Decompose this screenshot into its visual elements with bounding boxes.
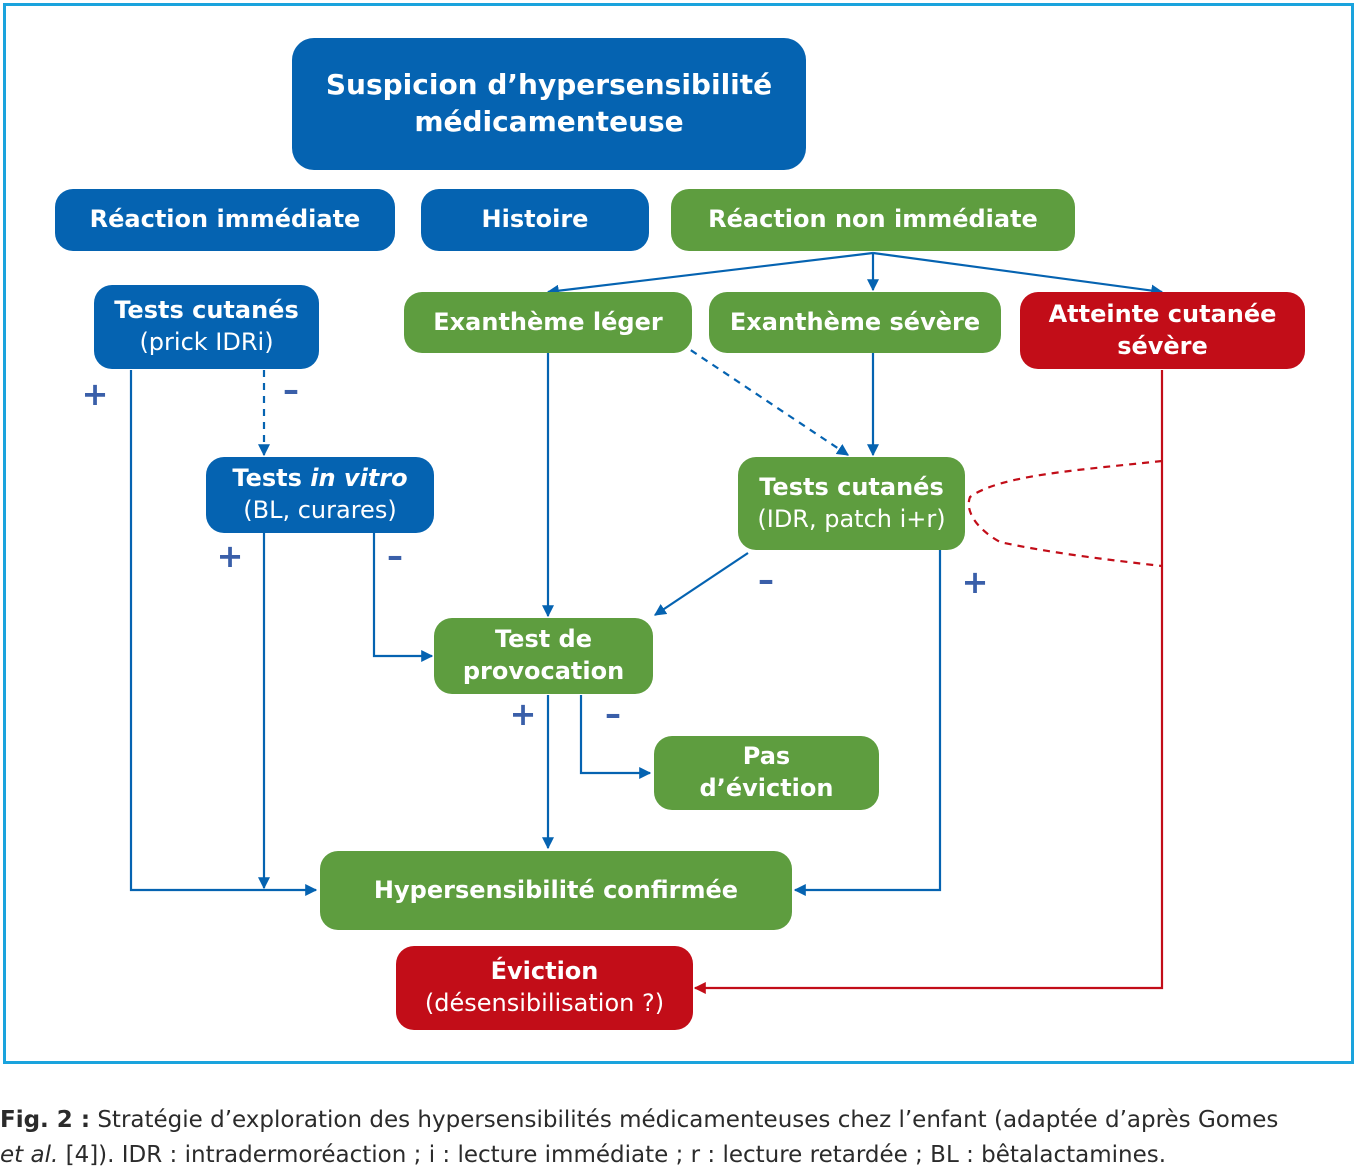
node-hypersensibilite-confirmee-label: Hypersensibilité confirmée xyxy=(373,875,739,904)
edge-prick-plus-to-confirmee xyxy=(129,370,318,896)
node-reaction-immediate: Réaction immédiate xyxy=(55,189,395,251)
node-suspicion: Suspicion d’hypersensibilité médicamente… xyxy=(292,38,806,170)
node-eviction-line2: (désensibilisation ?) xyxy=(424,989,665,1017)
edge-atteinte-dashed-curve-to-idr xyxy=(967,459,1163,568)
node-tests-cutanes-prick: Tests cutanés (prick IDRi) xyxy=(94,285,319,369)
edge-nonimmediate-to-leger xyxy=(546,251,874,297)
node-pas-eviction: Pas d’éviction xyxy=(654,736,879,810)
sign-prick-minus: – xyxy=(283,371,299,409)
node-tests-in-vitro: Tests in vitro (BL, curares) xyxy=(206,457,434,533)
node-atteinte-cutanee-line2: sévère xyxy=(1117,331,1208,360)
figure-caption: Fig. 2 : Stratégie d’exploration des hyp… xyxy=(0,1103,1359,1173)
node-tests-cutanes-idr: Tests cutanés (IDR, patch i+r) xyxy=(738,457,965,550)
node-suspicion-line2: médicamenteuse xyxy=(414,105,684,138)
node-histoire: Histoire xyxy=(421,189,649,251)
caption-text-line2: [4]). IDR : intradermoréaction ; i : lec… xyxy=(58,1142,1167,1168)
node-reaction-non-immediate: Réaction non immédiate xyxy=(671,189,1075,251)
sign-idr-plus: + xyxy=(961,563,989,601)
node-tests-in-vitro-line2: (BL, curares) xyxy=(243,496,397,524)
node-tests-in-vitro-line1: Tests in vitro xyxy=(232,463,407,495)
edge-idr-minus-to-provocation xyxy=(654,552,749,616)
node-test-provocation-line2: provocation xyxy=(462,657,625,685)
figure-frame xyxy=(3,3,1354,1064)
node-exantheme-leger-label: Exanthème léger xyxy=(433,307,663,336)
sign-idr-minus: – xyxy=(758,561,774,599)
caption-text-line1: Stratégie d’exploration des hypersensibi… xyxy=(90,1107,1279,1133)
sign-provocation-minus: – xyxy=(605,695,621,733)
caption-et-al: et al. xyxy=(0,1142,59,1168)
node-atteinte-cutanee-severe: Atteinte cutanée sévère xyxy=(1020,292,1305,369)
sign-invitro-plus: + xyxy=(216,537,244,575)
sign-prick-plus: + xyxy=(81,375,109,413)
node-tests-cutanes-prick-line2: (prick IDRi) xyxy=(139,328,274,356)
caption-line1: Fig. 2 : Stratégie d’exploration des hyp… xyxy=(0,1103,1359,1138)
edge-atteinte-to-eviction xyxy=(693,370,1164,994)
node-exantheme-leger: Exanthème léger xyxy=(404,292,692,353)
node-tests-cutanes-idr-line1: Tests cutanés xyxy=(759,472,944,501)
node-pas-eviction-line2: d’éviction xyxy=(699,774,834,802)
node-eviction-line1: Éviction xyxy=(490,957,599,986)
node-eviction: Éviction (désensibilisation ?) xyxy=(396,946,693,1030)
node-test-provocation: Test de provocation xyxy=(434,618,653,694)
edge-leger-to-idr xyxy=(679,342,849,456)
caption-label: Fig. 2 : xyxy=(0,1107,91,1133)
node-histoire-label: Histoire xyxy=(481,205,589,234)
node-test-provocation-line1: Test de xyxy=(494,625,593,654)
node-pas-eviction-line1: Pas xyxy=(742,742,791,771)
node-hypersensibilite-confirmee: Hypersensibilité confirmée xyxy=(320,851,792,930)
sign-invitro-minus: – xyxy=(387,537,403,575)
node-tests-cutanes-prick-line1: Tests cutanés xyxy=(114,296,299,325)
node-atteinte-cutanee-line1: Atteinte cutanée xyxy=(1048,299,1277,328)
edge-provocation-minus-to-pas-eviction xyxy=(579,695,652,779)
edge-invitro-minus-to-provocation xyxy=(372,533,434,662)
edge-idr-plus-to-confirmee xyxy=(793,550,942,896)
sign-provocation-plus: + xyxy=(509,695,537,733)
node-reaction-immediate-label: Réaction immédiate xyxy=(89,205,361,234)
caption-line2: et al. [4]). IDR : intradermoréaction ; … xyxy=(0,1138,1359,1173)
node-reaction-non-immediate-label: Réaction non immédiate xyxy=(708,205,1038,234)
node-tests-in-vitro-italic: in vitro xyxy=(310,464,408,493)
edge-nonimmediate-to-atteinte xyxy=(872,251,1164,297)
node-exantheme-severe: Exanthème sévère xyxy=(709,292,1001,353)
node-tests-cutanes-idr-line2: (IDR, patch i+r) xyxy=(757,504,946,533)
node-exantheme-severe-label: Exanthème sévère xyxy=(729,307,981,336)
node-tests-in-vitro-tests: Tests xyxy=(232,464,311,493)
node-suspicion-line1: Suspicion d’hypersensibilité xyxy=(325,68,773,102)
